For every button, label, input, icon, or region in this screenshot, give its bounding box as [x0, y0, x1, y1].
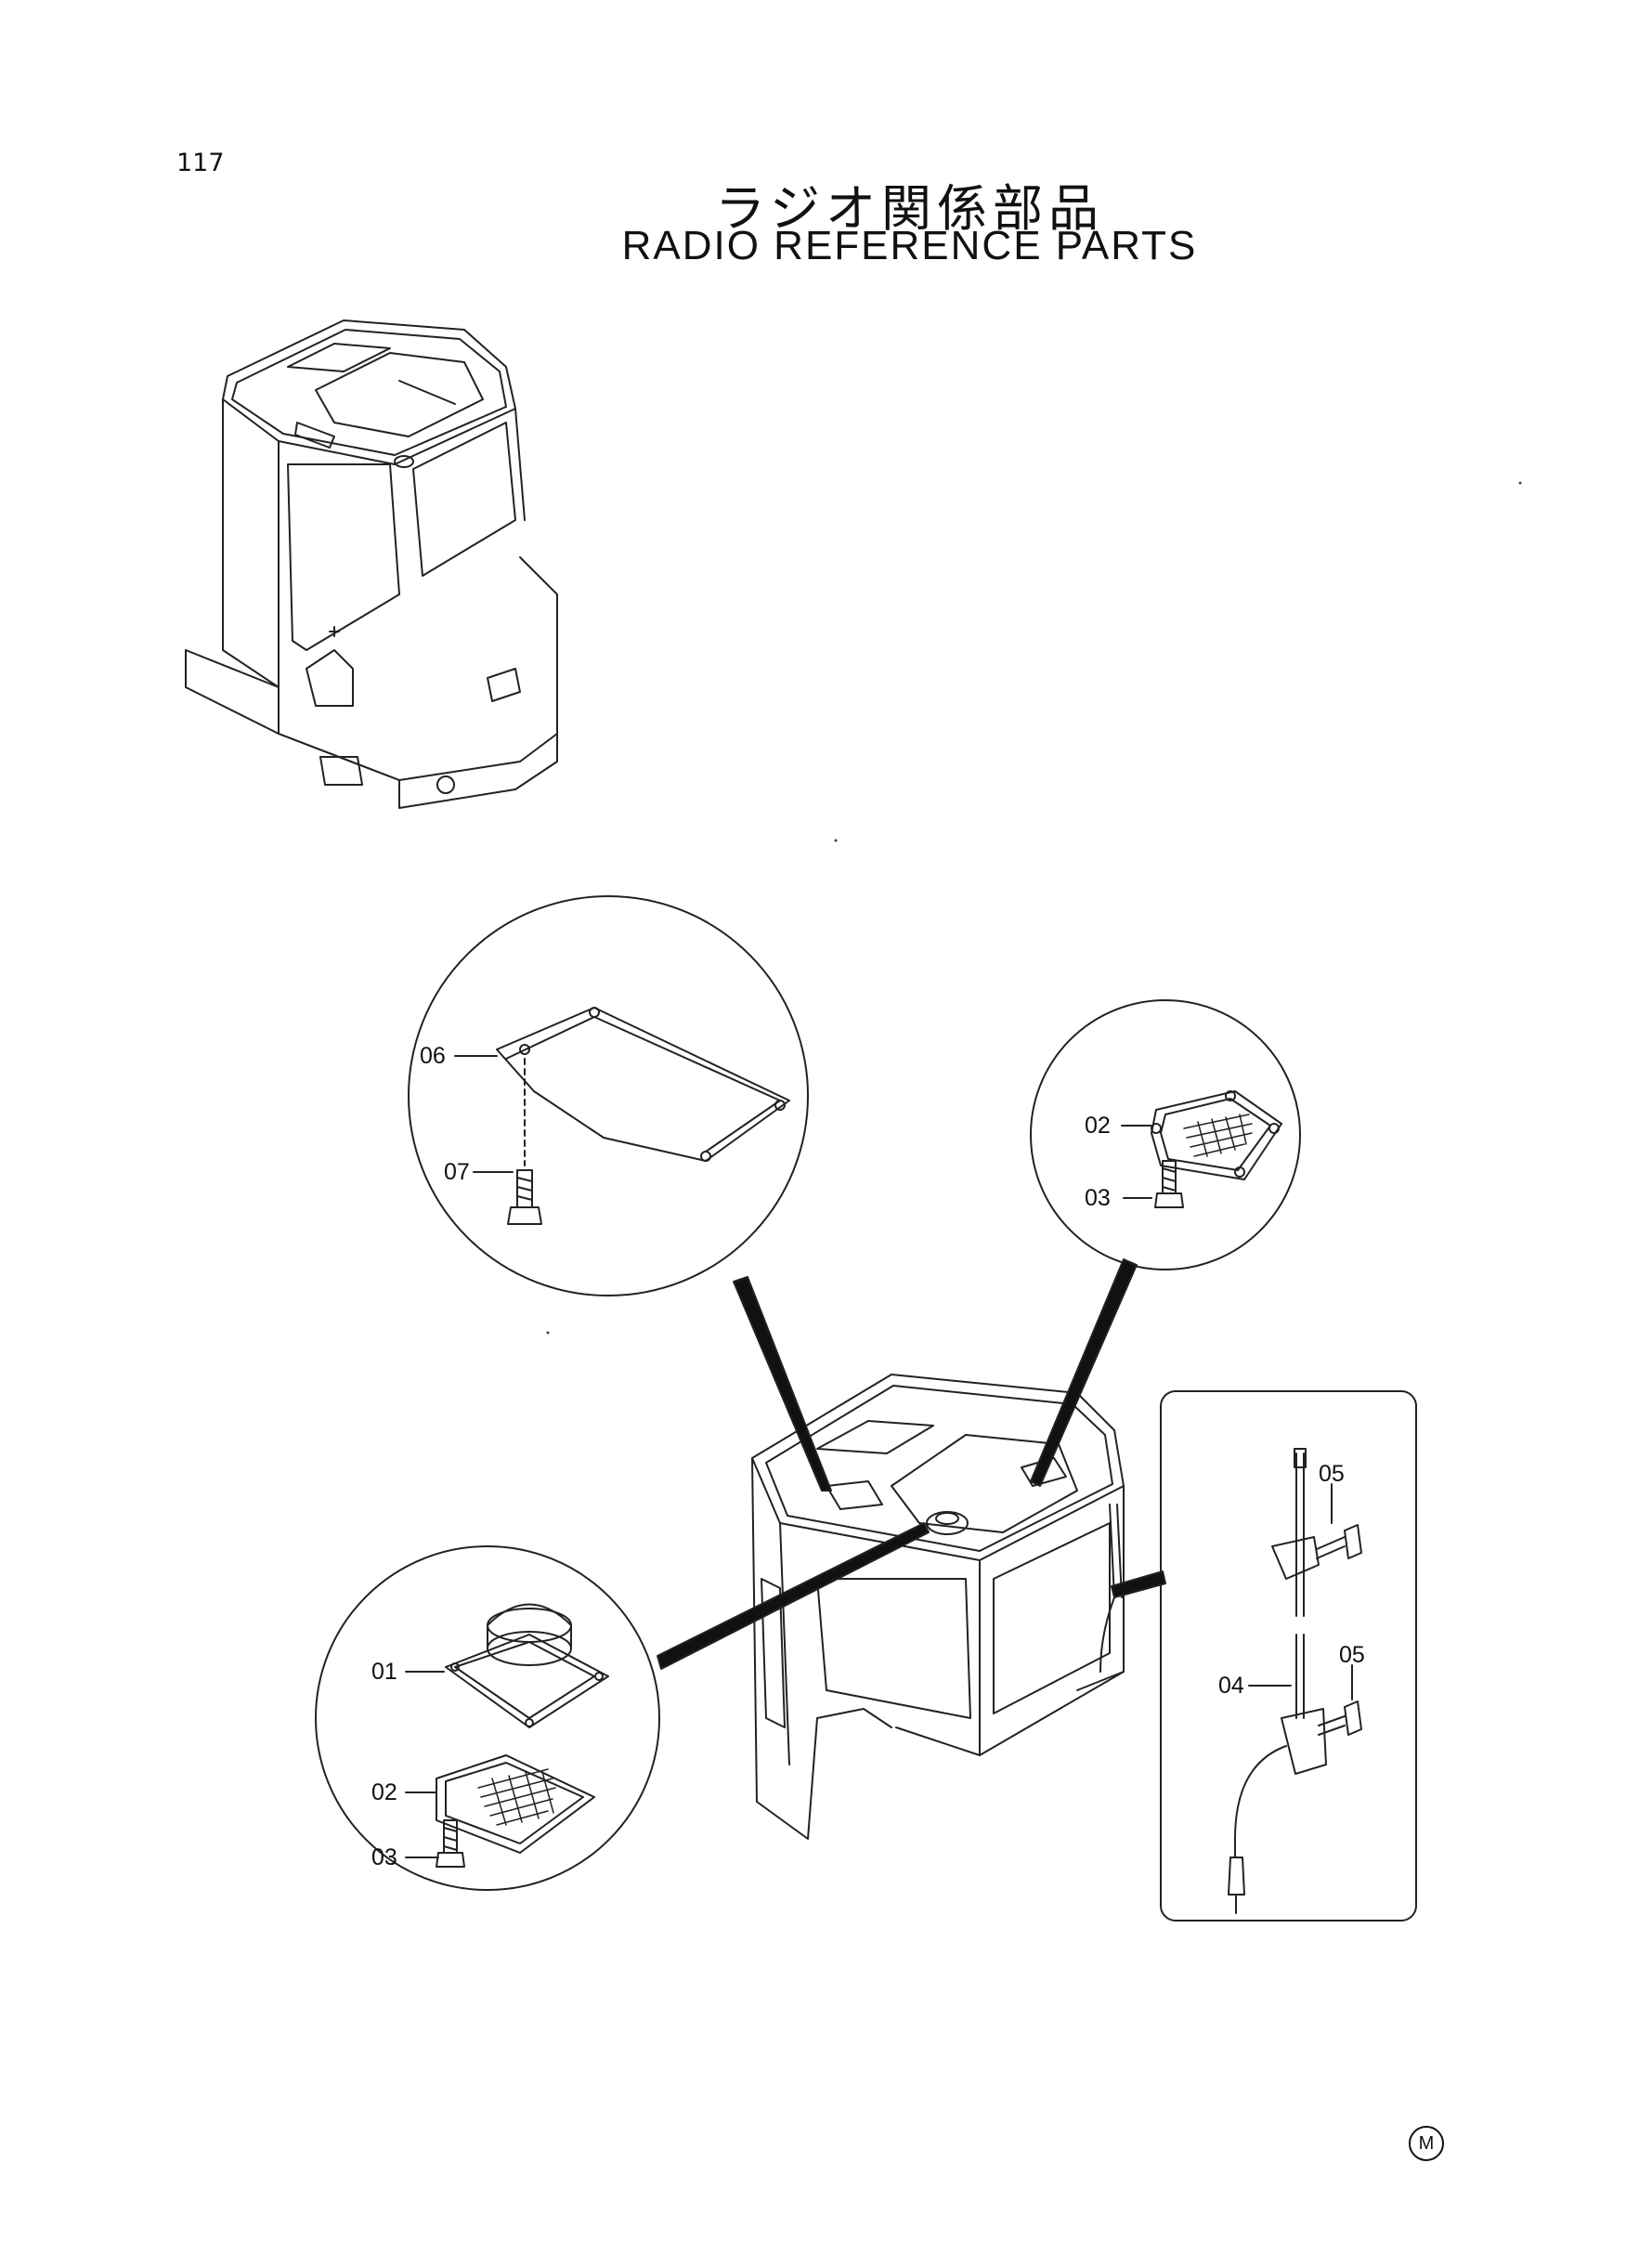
- callout-05-upper: 05: [1319, 1461, 1345, 1487]
- detail-circle-speaker: [315, 1522, 930, 1891]
- callout-01: 01: [371, 1659, 397, 1685]
- main-cab-illustration: [751, 1374, 1125, 1840]
- page-number: 117: [176, 149, 225, 177]
- detail-box-antenna: [1111, 1390, 1417, 1922]
- title-japanese: ラジオ関係部品: [715, 179, 1104, 238]
- callout-02-bottom: 02: [371, 1779, 397, 1805]
- detail-circle-roof-cover: [408, 895, 832, 1492]
- callout-05-lower: 05: [1339, 1642, 1365, 1668]
- title-english: RADIO REFERENCE PARTS: [621, 223, 1198, 268]
- detail-circle-grille: [1030, 999, 1301, 1487]
- m-circle-mark: M: [1409, 2126, 1444, 2161]
- callout-04: 04: [1218, 1673, 1244, 1699]
- overview-cab-illustration: [185, 319, 558, 809]
- callout-03-top: 03: [1085, 1185, 1111, 1211]
- callout-03-bottom: 03: [371, 1844, 397, 1870]
- callout-06: 06: [420, 1043, 446, 1069]
- callout-07: 07: [444, 1159, 470, 1185]
- callout-02-top: 02: [1085, 1113, 1111, 1139]
